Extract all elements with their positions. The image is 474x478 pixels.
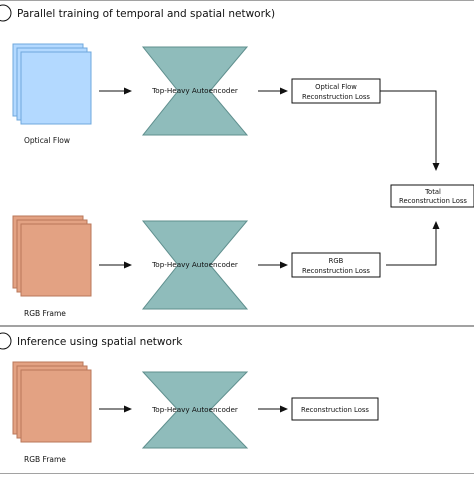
rgb-frame-stack-inference [12, 361, 92, 443]
spatial-autoencoder-label-inference: Top-Heavy Autoencoder [151, 405, 238, 414]
stack-layer [20, 223, 92, 297]
optical-flow-loss-line2: Reconstruction Loss [302, 93, 370, 101]
rgb-frame-stack-training [12, 215, 92, 297]
optical-flow-loss-box [291, 78, 381, 104]
total-loss-box [390, 184, 474, 208]
temporal-autoencoder-label: Top-Heavy Autoencoder [151, 86, 238, 95]
section-title-inference: Inference using spatial network [17, 336, 183, 348]
section-marker-icon [0, 4, 12, 22]
spatial-autoencoder-shape-inference [141, 371, 249, 449]
connector-arrow [386, 221, 440, 266]
total-loss-line2: Reconstruction Loss [399, 197, 467, 205]
section-marker-icon [0, 332, 12, 350]
stack-layer [20, 51, 92, 125]
spatial-autoencoder-label-training: Top-Heavy Autoencoder [151, 260, 238, 269]
total-loss-line1: Total [424, 188, 441, 196]
spatial-autoencoder-shape-training [141, 220, 249, 310]
rgb-frame-label-training: RGB Frame [24, 309, 66, 318]
optical-flow-label: Optical Flow [24, 136, 70, 145]
optical-flow-loss-line1: Optical Flow [315, 83, 357, 91]
rgb-frame-label-inference: RGB Frame [24, 455, 66, 464]
optical-flow-stack [12, 43, 92, 125]
connector-arrow [380, 90, 440, 171]
rgb-loss-box [291, 252, 381, 278]
section-title-training: Parallel training of temporal and spatia… [17, 8, 275, 20]
rgb-loss-line1: RGB [329, 257, 344, 265]
temporal-autoencoder-shape [141, 46, 249, 136]
inference-loss-box [291, 397, 379, 421]
stack-layer [20, 369, 92, 443]
inference-loss-label: Reconstruction Loss [301, 406, 369, 414]
rgb-loss-line2: Reconstruction Loss [302, 267, 370, 275]
